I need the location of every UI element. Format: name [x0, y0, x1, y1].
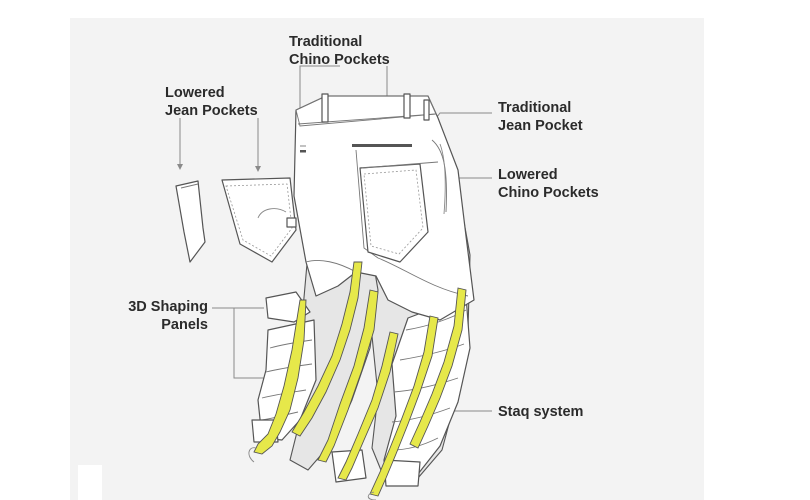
label-traditional-chino-pockets: Traditional Chino Pockets [289, 34, 390, 68]
pants-upper-art [293, 93, 475, 321]
corner-block [78, 465, 102, 500]
label-lowered-jean-pockets: Lowered Jean Pockets [165, 85, 258, 119]
label-traditional-jean-pocket: Traditional Jean Pocket [498, 100, 583, 134]
label-3d-shaping-panels: 3D Shaping Panels [128, 299, 208, 333]
lowered-jean-pockets-art [175, 177, 297, 263]
label-lowered-chino-pockets: Lowered Chino Pockets [498, 167, 599, 201]
staq-system-art [248, 261, 467, 500]
label-staq-system: Staq system [498, 404, 584, 420]
